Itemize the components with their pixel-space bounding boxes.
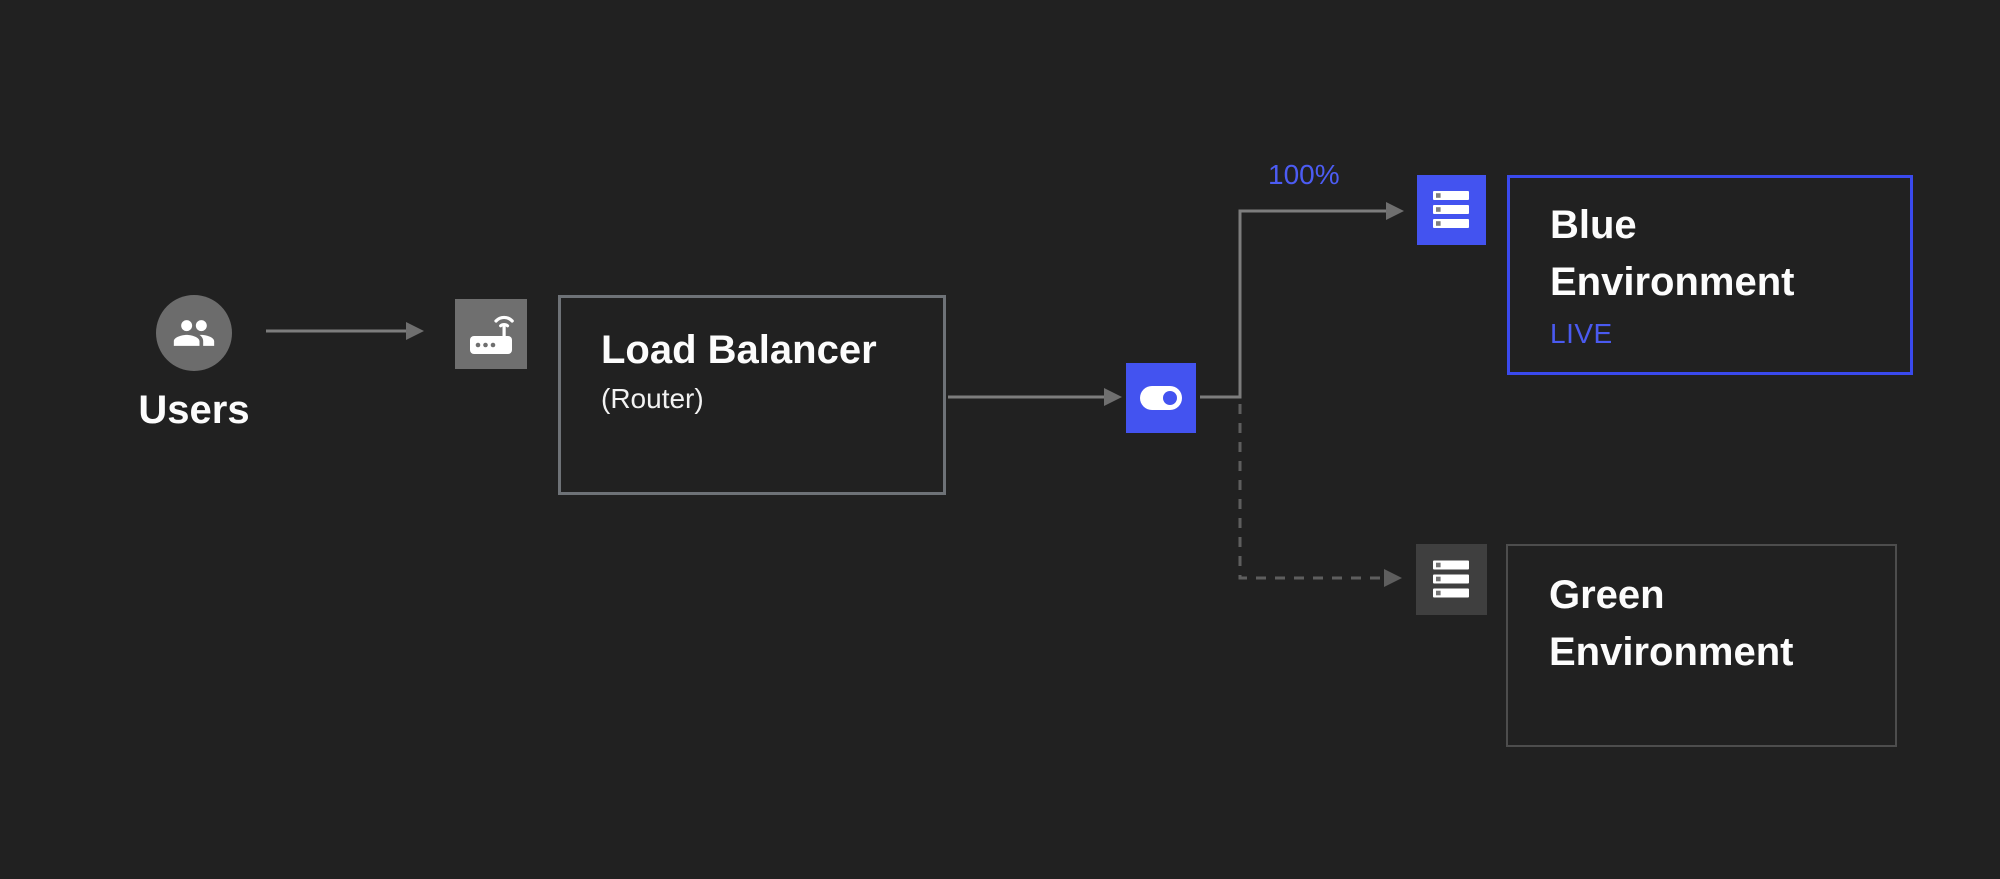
users-icon xyxy=(156,295,232,371)
load-balancer-node: Load Balancer (Router) xyxy=(558,295,946,495)
people-glyph xyxy=(173,320,215,346)
load-balancer-title: Load Balancer xyxy=(601,328,877,372)
live-status-badge: LIVE xyxy=(1550,318,1613,349)
arrow-switch-to-green-dashed xyxy=(1238,404,1402,587)
server-stack-glyph xyxy=(1433,560,1469,598)
blue-server-icon xyxy=(1417,175,1486,245)
arrow-users-to-router xyxy=(266,322,424,340)
toggle-knob xyxy=(1163,391,1177,405)
blue-environment-node: Blue Environment LIVE xyxy=(1507,175,1913,375)
toggle-pill xyxy=(1140,386,1182,410)
load-balancer-subtitle: (Router) xyxy=(601,383,704,414)
users-label: Users xyxy=(138,388,250,432)
blue-environment-title: Blue Environment xyxy=(1550,203,1795,304)
server-stack-glyph xyxy=(1433,191,1469,228)
traffic-weight-label: 100% xyxy=(1268,159,1340,190)
router-glyph xyxy=(470,315,514,354)
toggle-switch-icon xyxy=(1126,363,1196,433)
green-server-icon xyxy=(1416,544,1487,615)
green-environment-title: Green Environment xyxy=(1549,573,1794,674)
green-environment-node: Green Environment xyxy=(1506,544,1897,747)
arrow-loadbalancer-to-switch xyxy=(948,388,1122,406)
arrow-switch-to-blue xyxy=(1200,202,1404,399)
router-icon xyxy=(455,299,527,369)
